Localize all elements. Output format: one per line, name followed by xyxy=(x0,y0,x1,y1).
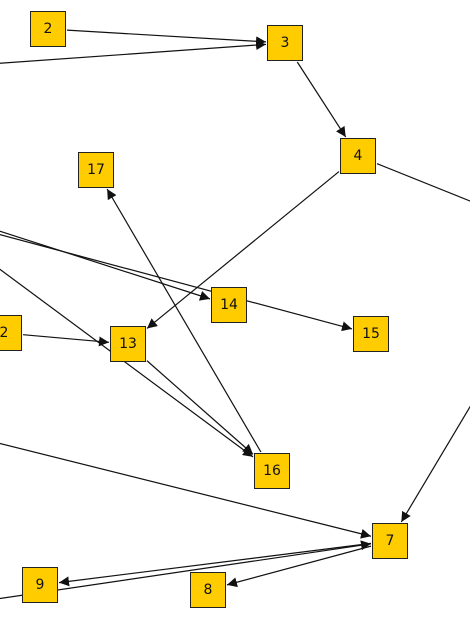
node-label: 13 xyxy=(119,336,137,352)
edge-n7-to-n8 xyxy=(226,545,372,588)
node-7[interactable]: 7 xyxy=(372,523,408,559)
edge-n3-to-n4 xyxy=(296,61,347,138)
node-3[interactable]: 3 xyxy=(267,25,303,61)
node-2[interactable]: 2 xyxy=(30,11,66,47)
node-13[interactable]: 13 xyxy=(110,326,146,362)
node-4[interactable]: 4 xyxy=(340,138,376,174)
edge-n4-to-n13 xyxy=(146,171,340,329)
edge-n12-to-n13 xyxy=(22,334,110,347)
edge-off-left-2-to-n15 xyxy=(0,234,353,332)
node-label: 15 xyxy=(362,326,380,342)
node-17[interactable]: 17 xyxy=(78,152,114,188)
edge-layer xyxy=(0,29,470,600)
node-14[interactable]: 14 xyxy=(211,287,247,323)
node-12[interactable]: 2 xyxy=(0,315,22,351)
node-label: 4 xyxy=(353,148,363,164)
node-label: 7 xyxy=(385,533,395,549)
edge-off-right-low-to-n7 xyxy=(400,405,470,523)
node-8[interactable]: 8 xyxy=(190,572,226,608)
node-label: 14 xyxy=(220,297,238,313)
node-label: 2 xyxy=(0,325,9,341)
edge-off-left-4-to-n7 xyxy=(0,442,372,539)
edge-off-left-top-to-n3 xyxy=(0,40,267,64)
node-label: 2 xyxy=(43,21,53,37)
node-label: 8 xyxy=(203,582,213,598)
edge-n16-to-n17 xyxy=(106,188,262,453)
node-15[interactable]: 15 xyxy=(353,316,389,352)
edge-off-left-1-to-n14 xyxy=(0,230,211,301)
edge-n13-to-n16 xyxy=(146,360,254,455)
node-label: 17 xyxy=(87,162,105,178)
node-16[interactable]: 16 xyxy=(254,453,290,489)
node-9[interactable]: 9 xyxy=(22,567,58,603)
edge-n2-to-n3 xyxy=(66,29,267,47)
node-label: 9 xyxy=(35,577,45,593)
node-label: 3 xyxy=(280,35,290,51)
edge-n7-to-n9 xyxy=(58,542,372,587)
node-label: 16 xyxy=(263,463,281,479)
edge-n4-to-off-right xyxy=(376,163,470,202)
